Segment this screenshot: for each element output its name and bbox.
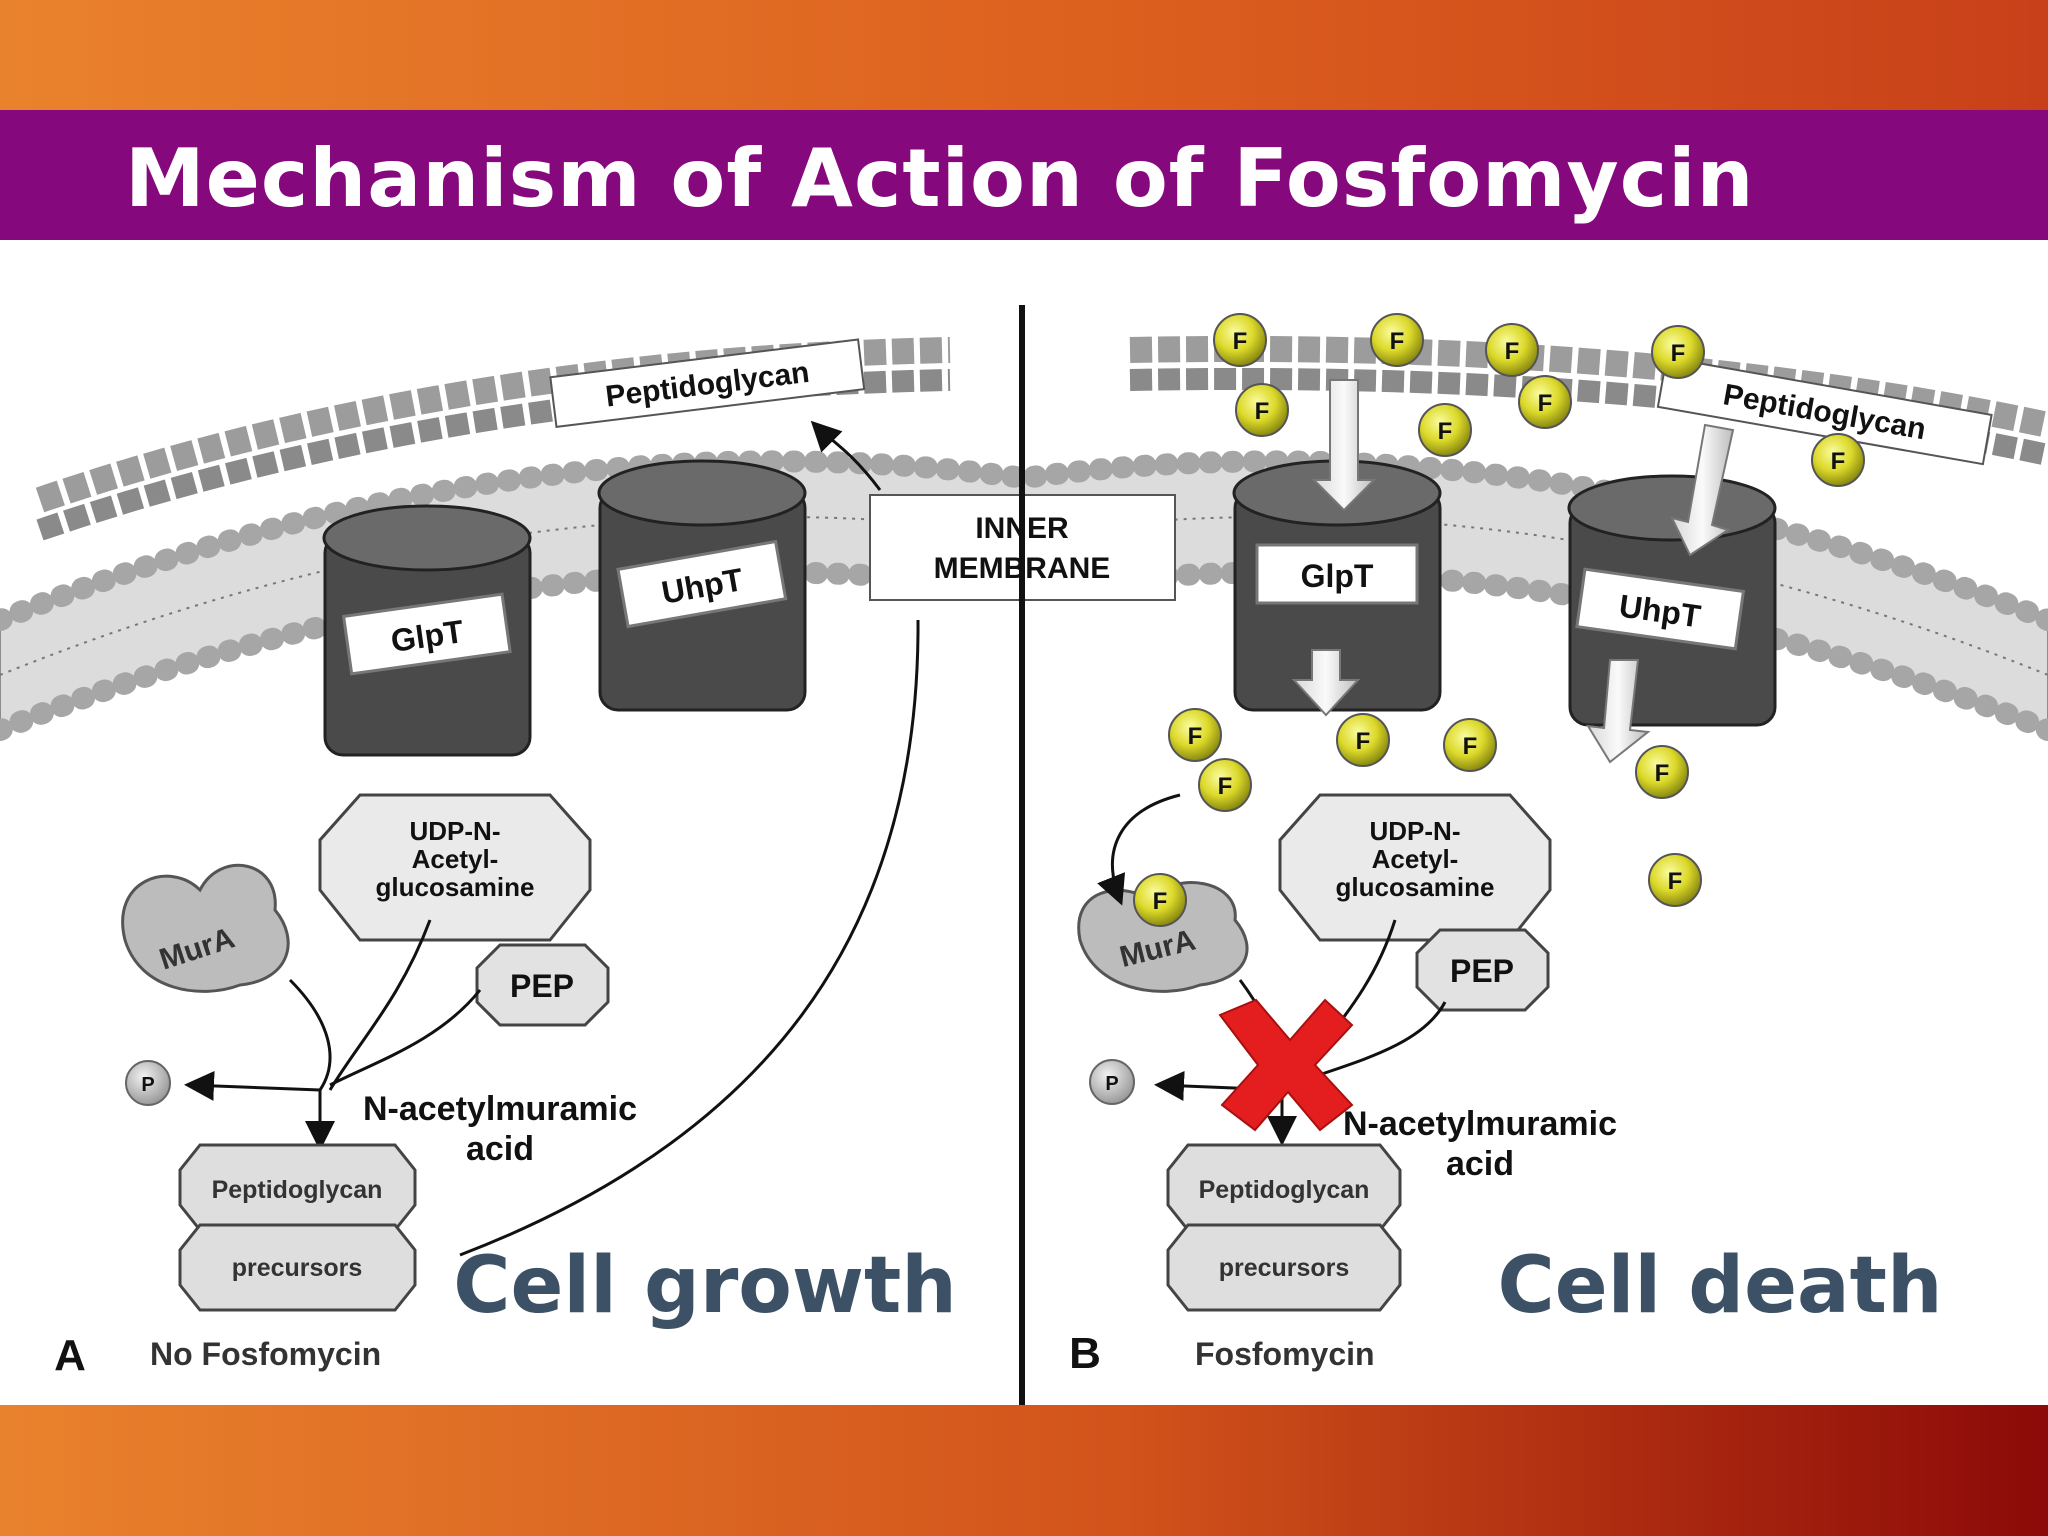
- svg-text:F: F: [1255, 398, 1270, 425]
- block-x-icon: [1218, 998, 1354, 1132]
- mechanism-diagram: Peptidoglycan Peptidoglycan GlpT UhpT IN…: [0, 305, 2048, 1405]
- svg-text:F: F: [1538, 390, 1553, 417]
- glpt-transporter-a: GlpT: [322, 504, 532, 757]
- import-arrows: [1291, 379, 1735, 764]
- svg-text:F: F: [1218, 773, 1233, 800]
- fosfomycin-molecule: F: [1168, 708, 1222, 762]
- fosfomycin-molecule: F: [1635, 745, 1689, 799]
- svg-text:F: F: [1831, 448, 1846, 475]
- pep-node-a: PEP: [475, 943, 610, 1027]
- slide-title: Mechanism of Action of Fosfomycin: [125, 132, 1755, 225]
- svg-text:F: F: [1188, 723, 1203, 750]
- fosfomycin-molecule: F: [1235, 383, 1289, 437]
- svg-text:F: F: [1390, 328, 1405, 355]
- precursor-node-b: Peptidoglycan precursors: [1166, 1143, 1402, 1312]
- svg-text:F: F: [1438, 418, 1453, 445]
- fosfomycin-molecule: F: [1518, 375, 1572, 429]
- svg-text:P: P: [1105, 1073, 1118, 1095]
- svg-text:F: F: [1668, 868, 1683, 895]
- caption-fosfomycin: Fosfomycin: [1195, 1336, 1375, 1372]
- peptidoglycan-layer-a: [35, 337, 951, 541]
- svg-text:glucosamine: glucosamine: [376, 872, 535, 902]
- precursor-node-a: Peptidoglycan precursors: [178, 1143, 417, 1312]
- svg-text:Peptidoglycan: Peptidoglycan: [1199, 1176, 1370, 1204]
- bottom-orange-band: [0, 1405, 2048, 1536]
- svg-text:F: F: [1463, 733, 1478, 760]
- top-orange-band: [0, 0, 2048, 110]
- svg-text:F: F: [1505, 338, 1520, 365]
- svg-text:Peptidoglycan: Peptidoglycan: [212, 1176, 383, 1204]
- svg-text:F: F: [1356, 728, 1371, 755]
- svg-text:precursors: precursors: [1219, 1254, 1350, 1282]
- svg-text:UDP-N-: UDP-N-: [1370, 816, 1461, 846]
- mura-enzyme-b: MurA: [1077, 881, 1249, 993]
- pep-node-b: PEP: [1415, 928, 1550, 1012]
- svg-text:UDP-N-: UDP-N-: [410, 816, 501, 846]
- fosfomycin-molecule: F: [1443, 718, 1497, 772]
- pathway-arrows-a: [184, 420, 920, 1257]
- svg-text:F: F: [1233, 328, 1248, 355]
- svg-text:Acetyl-: Acetyl-: [412, 844, 499, 874]
- uhpt-transporter-b: UhpT: [1567, 474, 1777, 727]
- phosphate-b: P: [1089, 1059, 1135, 1105]
- udp-glcnac-node-a: UDP-N- Acetyl- glucosamine: [318, 793, 592, 942]
- fosfomycin-molecule: F: [1485, 323, 1539, 377]
- fosfomycin-molecule: F: [1651, 325, 1705, 379]
- outcome-cell-death: Cell death: [1498, 1241, 1943, 1331]
- svg-text:PEP: PEP: [1450, 953, 1514, 989]
- svg-text:Acetyl-: Acetyl-: [1372, 844, 1459, 874]
- nam-label-a-line1: N-acetylmuramic: [363, 1090, 637, 1128]
- nam-label-b-line1: N-acetylmuramic: [1343, 1105, 1617, 1143]
- svg-text:PEP: PEP: [510, 968, 574, 1004]
- mura-enzyme-a: MurA: [121, 863, 290, 993]
- panel-letter-b: B: [1069, 1329, 1101, 1378]
- svg-text:precursors: precursors: [232, 1254, 363, 1282]
- outcome-cell-growth: Cell growth: [453, 1241, 957, 1331]
- peptidoglycan-label-a: Peptidoglycan: [549, 338, 866, 429]
- nam-label-a-line2: acid: [466, 1130, 534, 1168]
- fosfomycin-molecule: F: [1648, 853, 1702, 907]
- fosfomycin-molecule: F: [1133, 873, 1187, 927]
- svg-text:F: F: [1671, 340, 1686, 367]
- glpt-transporter-b: GlpT: [1232, 459, 1442, 712]
- panel-letter-a: A: [54, 1331, 86, 1380]
- fosfomycin-molecule: F: [1811, 433, 1865, 487]
- caption-no-fosfomycin: No Fosfomycin: [150, 1336, 381, 1372]
- fosfomycin-molecule: F: [1213, 313, 1267, 367]
- udp-glcnac-node-b: UDP-N- Acetyl- glucosamine: [1278, 793, 1552, 942]
- svg-text:P: P: [141, 1074, 154, 1096]
- uhpt-transporter-a: UhpT: [597, 459, 807, 712]
- title-bar: [0, 110, 2048, 240]
- phosphate-a: P: [125, 1060, 171, 1106]
- fosfomycin-molecule: F: [1418, 403, 1472, 457]
- nam-label-b-line2: acid: [1446, 1145, 1514, 1183]
- svg-text:F: F: [1153, 888, 1168, 915]
- fosfomycin-molecule: F: [1370, 313, 1424, 367]
- fosfomycin-molecule: F: [1198, 758, 1252, 812]
- svg-text:F: F: [1655, 760, 1670, 787]
- fosfomycin-molecule: F: [1336, 713, 1390, 767]
- svg-text:GlpT: GlpT: [1301, 558, 1374, 594]
- svg-text:glucosamine: glucosamine: [1336, 872, 1495, 902]
